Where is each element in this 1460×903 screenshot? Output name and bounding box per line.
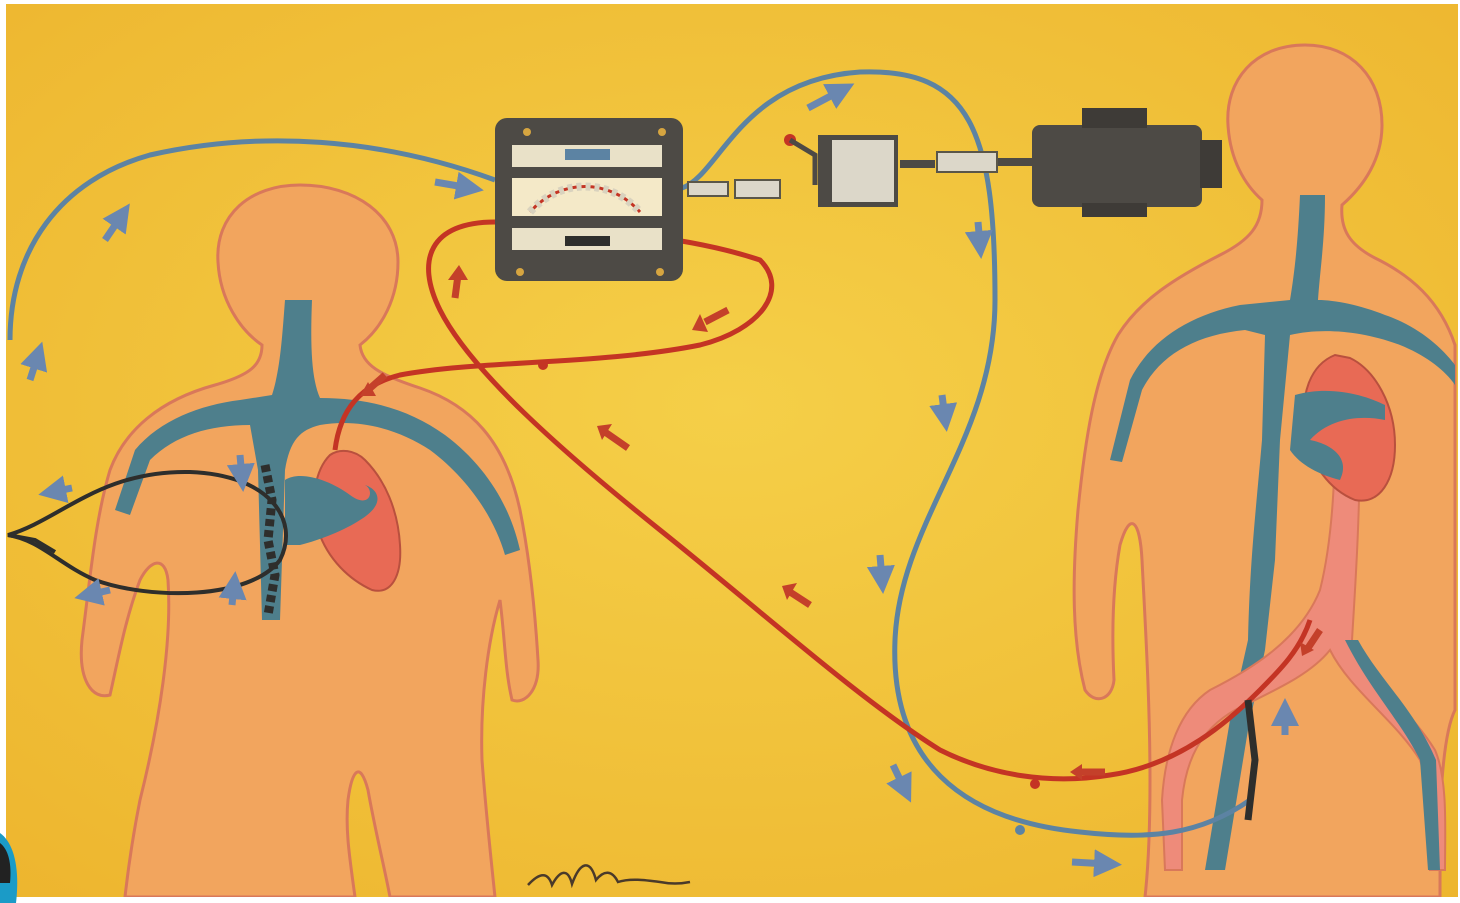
- oxygenator-device-icon: [495, 118, 683, 281]
- connector-segment: [937, 152, 997, 172]
- pump-motor-end-cap: [1200, 140, 1222, 188]
- connector-segment: [688, 182, 728, 196]
- flow-arrow-icon: [1072, 862, 1108, 864]
- oxygenator-blue-chamber: [565, 149, 610, 160]
- roller-pump-face: [832, 140, 894, 202]
- connector-left: [688, 180, 780, 198]
- pump-motor-body: [1032, 125, 1202, 207]
- connector-segment: [900, 160, 935, 168]
- flow-arrow-icon: [88, 590, 110, 595]
- tube-clamp: [1015, 825, 1025, 835]
- oxygenator-bolt: [658, 128, 666, 136]
- bottom-edge-border: [0, 897, 1460, 903]
- flow-arrow-icon: [232, 585, 234, 605]
- flow-arrow-icon: [942, 395, 945, 418]
- connector-segment: [735, 180, 780, 198]
- oxygenator-bolt: [523, 128, 531, 136]
- connector-segment: [998, 158, 1033, 166]
- left-edge-border: [0, 0, 6, 903]
- oxygenator-dark-chamber: [565, 236, 610, 246]
- corner-accent: [0, 833, 22, 903]
- tube-clamp: [538, 360, 548, 370]
- flow-arrow-icon: [880, 555, 882, 580]
- tube-clamp: [1030, 779, 1040, 789]
- oxygenator-bolt: [656, 268, 664, 276]
- flow-arrow-icon: [978, 222, 980, 245]
- flow-arrow-icon: [52, 488, 72, 492]
- flow-arrow-icon: [240, 455, 242, 478]
- oxygenator-bolt: [516, 268, 524, 276]
- pump-motor-top-plate: [1082, 108, 1147, 128]
- pump-motor-bottom-plate: [1082, 203, 1147, 217]
